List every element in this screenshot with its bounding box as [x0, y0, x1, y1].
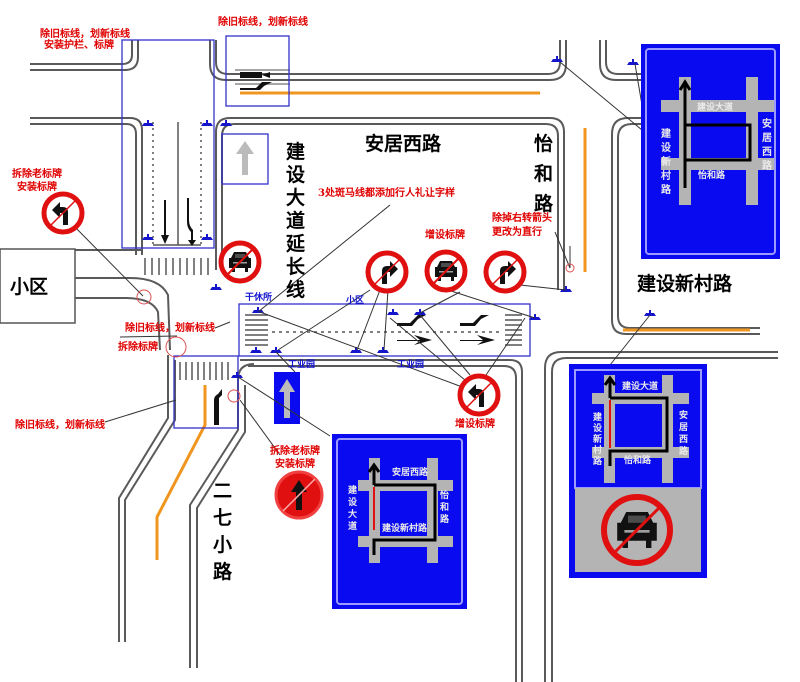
highlight-circles — [136, 263, 575, 403]
annotation-note: 增设标牌 — [455, 417, 495, 430]
guide-label-left: 建设新村路 — [591, 411, 602, 467]
annotation-note: 除旧标线，划新标线 — [40, 27, 130, 40]
annotation-note: 除旧标线，划新标线 — [218, 15, 308, 28]
crosswalks — [144, 69, 522, 380]
lane-lines-left-approach — [152, 122, 202, 246]
straight-arrow-icon — [236, 141, 254, 175]
left-turn-marking-icon — [397, 315, 426, 326]
no-left-turn-sign — [457, 373, 501, 417]
no-right-turn-sign — [365, 250, 409, 294]
label-industrial-park: 工业园 — [288, 358, 315, 370]
road-name-anju-west: 安居西路 — [365, 132, 442, 155]
label-community: 小区 — [345, 294, 364, 306]
left-turn-marking-icon — [460, 315, 489, 326]
straight-arrow-icon — [161, 200, 169, 244]
svg-text:小: 小 — [213, 534, 232, 556]
straight-right-arrow-icon — [187, 198, 196, 246]
no-left-turn-sign — [41, 191, 85, 235]
svg-text:七: 七 — [213, 507, 232, 529]
road-name-jianshe-xincun: 建设新村路 — [637, 272, 733, 295]
no-straight-sign — [274, 470, 324, 520]
label-industrial-park: 工业园 — [397, 358, 424, 370]
annotations: 除旧标线，划新标线 安装护栏、标牌 除旧标线，划新标线 拆除老标牌 安装标牌 3… — [12, 15, 552, 470]
guide-label-bottom: 建设新村路 — [382, 522, 428, 534]
guide-label-right: 安居西路 — [760, 117, 772, 174]
road-name-jianshe-ext: 建 设 大 道 延 长 线 — [285, 140, 306, 301]
road-name-yihe: 怡 和 路 — [534, 132, 554, 215]
guide-sign-top-right: 建设大道 怡和路 建设新村路 安居西路 — [641, 44, 780, 259]
crosswalk-band-right — [505, 314, 522, 346]
straight-arrow-icon — [460, 335, 495, 345]
guide-label-top: 安居西路 — [392, 466, 429, 478]
place-labels: 干休所 小区 工业园 工业园 — [245, 291, 424, 370]
guide-sign-bottom-right: 建设大道 怡和路 建设新村路 安居西路 — [569, 364, 707, 578]
guide-label-left: 建设新村路 — [659, 127, 672, 198]
community-label: 小区 — [10, 276, 48, 298]
annotation-note: 除掉右转箭头 — [492, 211, 552, 224]
guide-label-right: 怡和路 — [438, 489, 450, 526]
guide-label-top: 建设大道 — [697, 101, 733, 113]
svg-text:延: 延 — [285, 233, 306, 255]
svg-text:怡: 怡 — [534, 132, 553, 155]
straight-left-arrow-icon — [238, 72, 270, 78]
svg-text:和: 和 — [534, 162, 553, 185]
work-zones — [121, 35, 531, 429]
annotation-note: 3处斑马线都添加行人礼让字样 — [318, 186, 455, 199]
road-network — [30, 40, 778, 682]
label-retirement-office: 干休所 — [245, 291, 272, 303]
crosswalk-left — [144, 258, 209, 275]
annotation-note: 增设标牌 — [425, 228, 465, 241]
annotation-note: 安装标牌 — [275, 457, 315, 470]
leader-lines — [69, 61, 651, 456]
crosswalk-band-left — [245, 314, 268, 346]
annotation-note: 安装标牌 — [17, 180, 57, 193]
straight-arrow-icon — [397, 335, 432, 345]
straight-only-sign — [221, 133, 269, 185]
svg-text:路: 路 — [213, 560, 233, 583]
no-car-sign — [218, 240, 262, 284]
crosswalk-erqi — [179, 362, 229, 380]
guide-label-bottom: 怡和路 — [698, 169, 726, 181]
no-car-sign — [424, 249, 468, 293]
left-turn-marking-icon — [240, 82, 272, 90]
road-name-erqi: 二 七 小 路 — [213, 480, 233, 583]
annotation-note: 拆除老标牌 — [270, 444, 320, 457]
annotation-note: 安装护栏、标牌 — [44, 38, 114, 51]
straight-right-arrow-icon — [214, 389, 222, 425]
straight-arrow-icon — [279, 379, 295, 418]
zone-top — [225, 35, 290, 107]
svg-text:大: 大 — [286, 186, 305, 209]
guide-label-right: 安居西路 — [677, 409, 688, 458]
zone-band — [238, 303, 531, 357]
svg-text:二: 二 — [213, 480, 232, 502]
guide-sign-bottom-center: 安居西路 建设新村路 建设大道 怡和路 — [332, 434, 467, 609]
community-block — [0, 248, 76, 324]
svg-text:建: 建 — [286, 140, 305, 163]
no-right-turn-sign — [483, 250, 527, 294]
guide-label-left: 建设大道 — [346, 484, 357, 533]
svg-text:设: 设 — [286, 164, 305, 186]
svg-text:路: 路 — [534, 192, 554, 215]
svg-text:道: 道 — [286, 209, 305, 232]
no-car-sign — [601, 494, 673, 566]
zone-left-approach — [121, 39, 215, 249]
annotation-note: 拆除老标牌 — [12, 167, 62, 180]
guide-label-bottom: 怡和路 — [624, 454, 652, 466]
annotation-note: 除旧标线，划新标线 — [15, 418, 105, 431]
orange-markings — [155, 91, 750, 560]
road-names: 小区 安居西路 建设新村路 建 设 大 道 延 长 线 怡 和 路 二 七 小 … — [10, 132, 733, 583]
svg-text:长: 长 — [286, 256, 306, 278]
annotation-note: 除旧标线，划新标线 — [125, 321, 215, 334]
annotation-note: 更改为直行 — [492, 225, 542, 238]
sign-poles — [142, 56, 656, 378]
svg-text:线: 线 — [286, 278, 305, 301]
annotation-note: 拆除标牌 — [118, 340, 158, 353]
lane-arrows — [161, 72, 495, 425]
guide-label-top: 建设大道 — [622, 380, 658, 392]
